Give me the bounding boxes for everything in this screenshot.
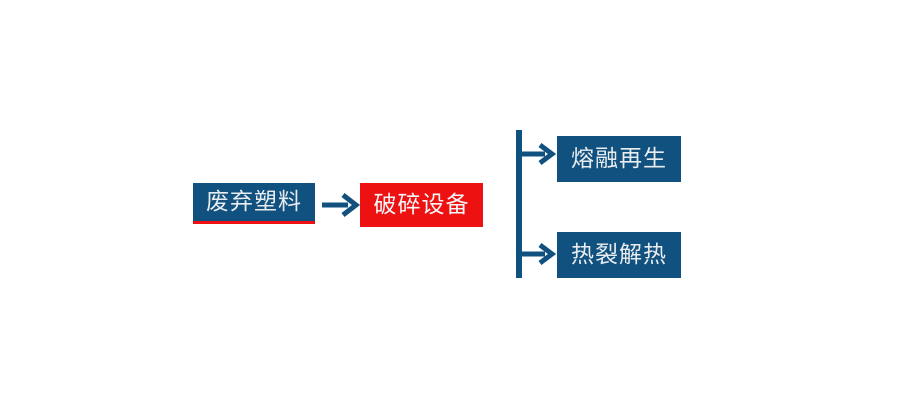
node-crusher[interactable]: 破碎设备 xyxy=(360,183,483,227)
node-pyrolysis-label: 热裂解热 xyxy=(571,241,667,268)
arrow-right-icon xyxy=(320,190,362,220)
node-crusher-label: 破碎设备 xyxy=(373,191,470,218)
node-pyrolysis[interactable]: 热裂解热 xyxy=(557,232,681,278)
node-waste-plastic-label: 废弃塑料 xyxy=(206,188,302,215)
node-waste-plastic[interactable]: 废弃塑料 xyxy=(193,183,315,224)
branch-split-icon xyxy=(505,126,563,284)
node-melt-regeneration[interactable]: 熔融再生 xyxy=(557,136,681,182)
node-melt-regeneration-label: 熔融再生 xyxy=(571,145,667,172)
